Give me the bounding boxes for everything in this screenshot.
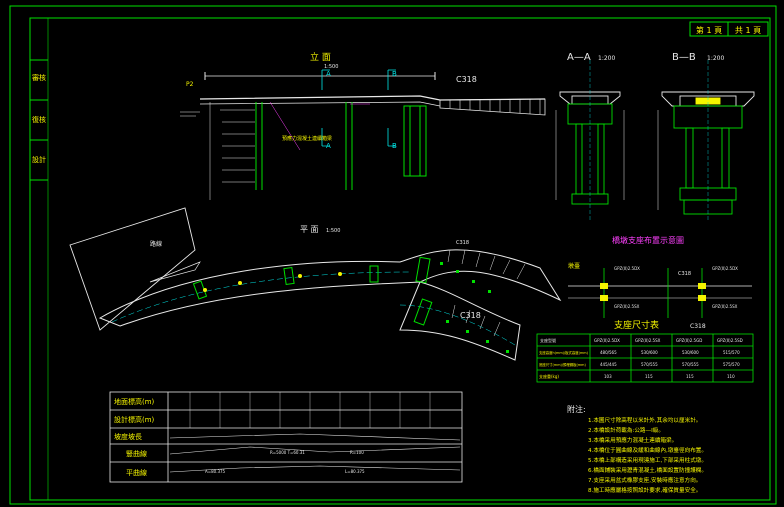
profile-row-horizontal-curve: 平曲線 bbox=[126, 468, 147, 477]
profile-curve-note-3: A=80.375 bbox=[205, 469, 226, 474]
bearing-right-label-bottom: GPZ(II)2.5SX bbox=[712, 304, 738, 309]
note-item: 5.本橋上部構造采用現澆施工,下部采用柱式墩。 bbox=[588, 456, 707, 464]
plan-title: 平 面 bbox=[300, 225, 319, 234]
plan-station-top: C318 bbox=[456, 240, 469, 246]
profile-curve-note-1: R=5000 T=60.31 bbox=[270, 450, 305, 455]
side-label-review: 審核 bbox=[32, 73, 46, 82]
section-aa-scale: 1:200 bbox=[598, 55, 615, 62]
sheet-number: 第 1 頁 bbox=[696, 25, 722, 35]
elevation-ruler-label: C318 bbox=[456, 75, 477, 84]
bearing-left-label-bottom: GPZ(II)2.5SX bbox=[614, 304, 640, 309]
bearing-marker: C318 bbox=[678, 271, 691, 277]
profile-row-slope: 坡度坡長 bbox=[114, 432, 142, 441]
cut-mark-b-top: B bbox=[392, 70, 397, 78]
cut-mark-a-bottom: A bbox=[326, 142, 331, 150]
bearing-cell: 530/600 bbox=[682, 350, 699, 355]
profile-row-design: 設計標高(m) bbox=[114, 415, 155, 424]
profile-row-ground: 地面標高(m) bbox=[114, 397, 155, 406]
bearing-table-cells: 支座型號 GPZ(II)2.5DX GPZ(II)2.5SX GPZ(II)2.… bbox=[539, 337, 743, 379]
profile-table bbox=[109, 391, 463, 483]
bearing-cell: 110 bbox=[727, 374, 735, 379]
bearing-layout-title: 橋墩支座布置示意圖 bbox=[612, 235, 684, 245]
note-item: 3.本橋采用預應力混凝土連續箱梁。 bbox=[588, 436, 677, 444]
plan-view bbox=[69, 207, 562, 361]
note-item: 8.施工時應嚴格按照設計要求,確保質量安全。 bbox=[588, 486, 701, 494]
plan-road-label: 路線 bbox=[150, 240, 162, 248]
bearing-left-label-top: GPZ(II)2.5DX bbox=[614, 266, 640, 271]
elevation-box-note: 預應力混凝土連續箱梁 bbox=[282, 135, 332, 142]
elevation-scale: 1:500 bbox=[324, 64, 338, 70]
bearing-right-label-top: GPZ(II)2.5DX bbox=[712, 266, 738, 271]
bearing-table-title: 支座尺寸表 bbox=[614, 319, 659, 331]
section-bb-title: B—B bbox=[672, 52, 696, 63]
elevation-title: 立 面 bbox=[310, 51, 331, 63]
section-aa-view bbox=[555, 60, 625, 220]
profile-curve-note-4: L=80.375 bbox=[345, 469, 365, 474]
bearing-header-1: GPZ(II)2.5DX bbox=[594, 338, 620, 343]
bearing-cell: 575/570 bbox=[723, 362, 740, 367]
bearing-cell: 530/600 bbox=[641, 350, 658, 355]
bearing-table bbox=[536, 333, 754, 383]
plan-scale: 1:500 bbox=[326, 228, 340, 234]
bearing-cell: 515/570 bbox=[723, 350, 740, 355]
cut-mark-a-top: A bbox=[326, 70, 331, 78]
note-item: 4.本橋位于圓曲線及緩和曲線內,墩臺徑向布置。 bbox=[588, 446, 707, 454]
bearing-cell: 570/555 bbox=[641, 362, 658, 367]
note-item: 7.支座采用盆式橡膠支座,安裝時應注意方向。 bbox=[588, 476, 701, 484]
bearing-layout bbox=[568, 268, 752, 318]
bearing-header-4: GPZ(II)2.5SD bbox=[717, 338, 743, 343]
section-bb-scale: 1:200 bbox=[707, 55, 724, 62]
bearing-cell: 115 bbox=[645, 374, 653, 379]
bearing-axis-label: 墩臺 bbox=[568, 262, 580, 270]
drawing-frame bbox=[9, 5, 777, 505]
plan-station-bottom: C318 bbox=[460, 311, 481, 320]
bearing-cell: 支座高度h(mm)/板式高度(mm) bbox=[539, 350, 589, 355]
side-label-check: 復核 bbox=[32, 115, 46, 124]
section-aa-title: A—A bbox=[567, 52, 591, 63]
note-item: 6.橋面鋪裝采用瀝青混凝土,橋面設置防撞護欄。 bbox=[588, 466, 707, 474]
bearing-cell: 支座重(kg) bbox=[539, 373, 559, 379]
bearing-header-3: GPZ(II)2.5GD bbox=[676, 338, 702, 343]
profile-row-vertical-curve: 豎曲線 bbox=[126, 449, 147, 458]
bearing-cell: 445/445 bbox=[600, 362, 617, 367]
pier-label: P2 bbox=[186, 81, 194, 88]
profile-curve-note-2: R=100 bbox=[350, 450, 364, 455]
bearing-cell: 570/555 bbox=[682, 362, 699, 367]
bearing-cell: 115 bbox=[686, 374, 694, 379]
bearing-cell: 103 bbox=[604, 374, 612, 379]
notes-block: 附注: 1.本圖尺寸除高程以米計外,其余均以厘米計。 2.本橋設計荷載為:公路—… bbox=[567, 404, 707, 494]
sheet-total: 共 1 頁 bbox=[735, 26, 761, 35]
bearing-header-0: 支座型號 bbox=[540, 337, 556, 343]
elevation-view bbox=[180, 69, 546, 200]
profile-table-labels: 地面標高(m) 設計標高(m) 坡度坡長 豎曲線 平曲線 bbox=[114, 397, 155, 477]
cut-mark-b-bottom: B bbox=[392, 142, 397, 150]
note-item: 1.本圖尺寸除高程以米計外,其余均以厘米計。 bbox=[588, 416, 701, 424]
section-bb-view bbox=[657, 60, 755, 220]
bearing-table-marker: C318 bbox=[690, 323, 706, 330]
side-label-design: 設計 bbox=[32, 155, 46, 164]
bearing-cell: 底座尺寸(mm)/預埋鋼板(mm) bbox=[539, 362, 586, 367]
bearing-header-2: GPZ(II)2.5SX bbox=[635, 338, 661, 343]
notes-title: 附注: bbox=[567, 404, 586, 414]
note-item: 2.本橋設計荷載為:公路—Ⅰ級。 bbox=[588, 426, 664, 434]
bearing-cell: 480/565 bbox=[600, 350, 617, 355]
